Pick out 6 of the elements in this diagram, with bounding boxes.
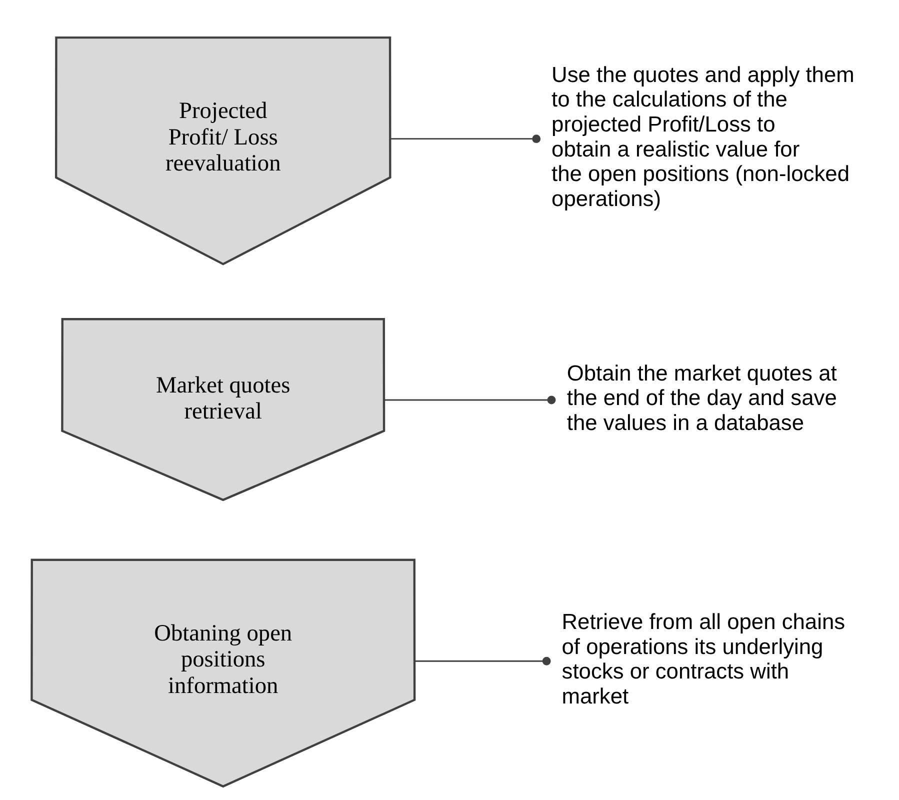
node-text: Use the quotes and apply them to the calculations of the projected Profit/Loss to obtain a realistic value for the open positions (non-locked operations) — [551, 62, 854, 211]
connector — [414, 656, 550, 666]
connector — [384, 396, 556, 404]
node-text: Retrieve from all open chains of operations its underlying stocks or contracts with market — [561, 609, 845, 708]
node-text: Obtain the market quotes at the end of the day and save the values in a database — [566, 360, 836, 435]
connector — [390, 134, 540, 144]
